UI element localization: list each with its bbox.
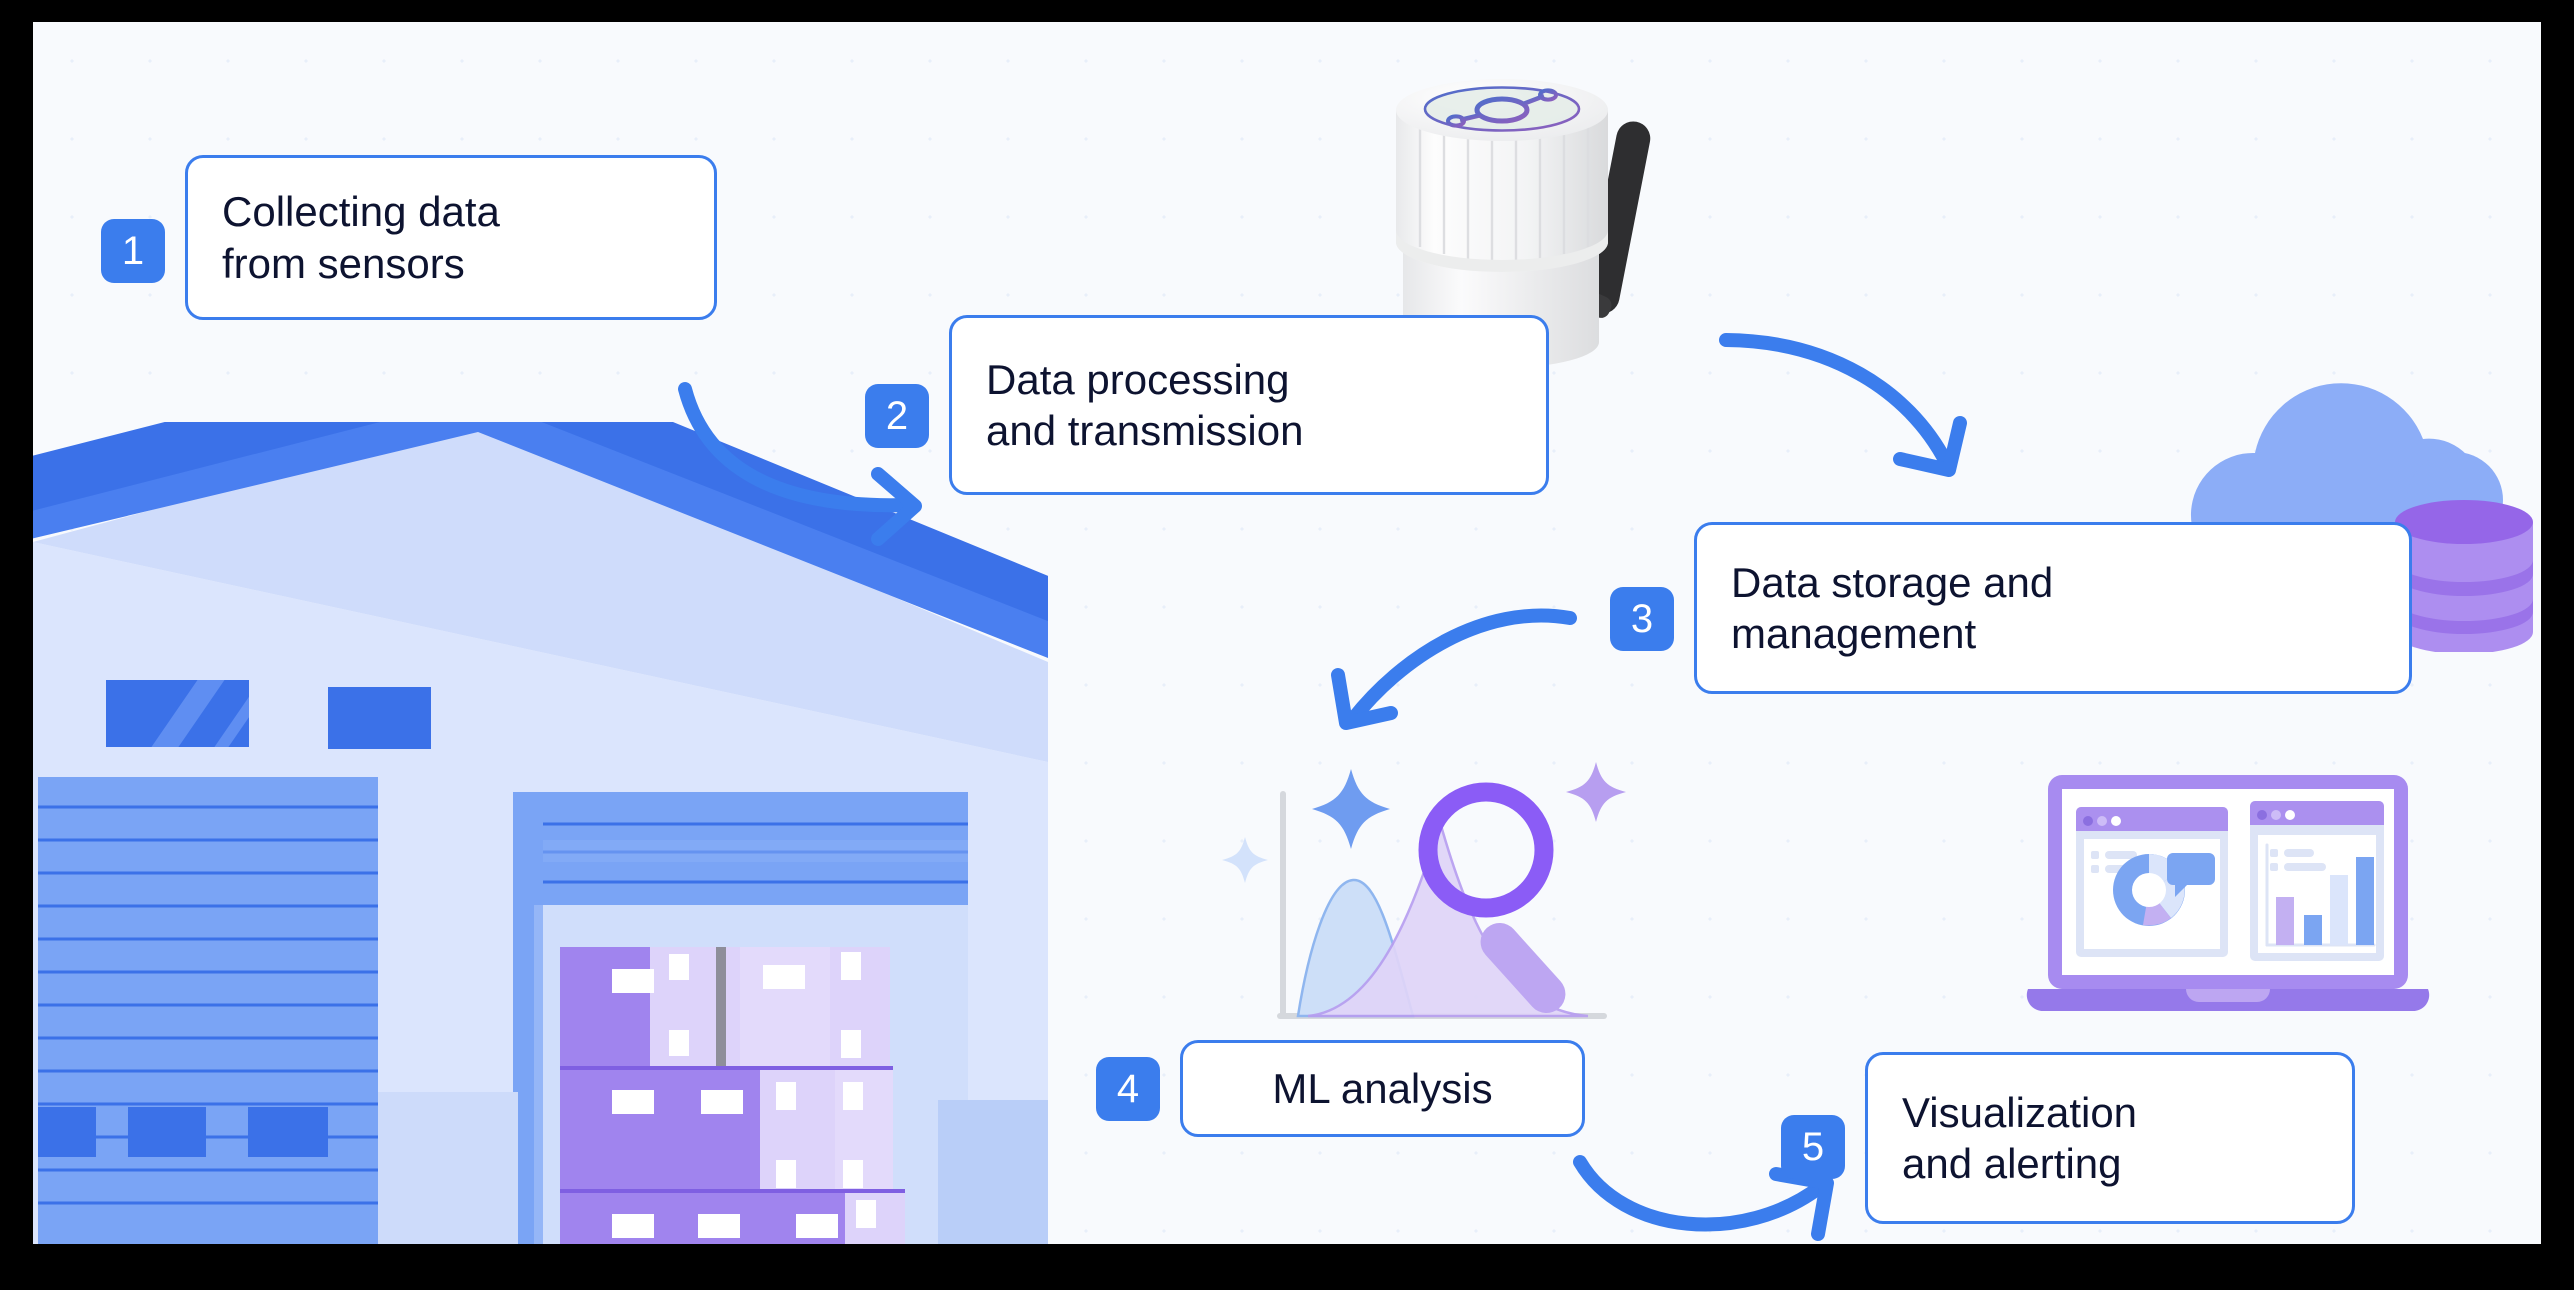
laptop-dashboard-icon [2026,775,2430,1012]
step-2-card[interactable]: Data processing and transmission [949,315,1549,495]
arrow-step-1-to-2 [678,382,922,546]
step-5[interactable]: 5 Visualization and alerting [1781,1052,2355,1224]
laptop-base [2026,989,2430,1012]
warehouse-roof [33,422,1048,622]
warehouse-floor-shade-right [938,1100,1048,1244]
sensor-logo-icon [1423,86,1581,132]
step-1-badge: 1 [101,218,165,283]
warehouse-floor-shade [378,1092,518,1244]
warehouse-window [106,680,249,747]
iot-sensor-device-icon [1396,79,1651,368]
step-3-card[interactable]: Data storage and management [1694,522,2412,694]
dashboard-window-donut [2076,807,2228,957]
arrow-step-2-to-3 [1719,333,1967,477]
warehouse-gable [33,422,1048,762]
database-cylinder-icon [2395,500,2533,652]
step-4-card[interactable]: ML analysis [1180,1040,1585,1137]
step-3-badge: 3 [1610,587,1674,651]
step-2[interactable]: 2 Data processing and transmission [865,315,1549,495]
warehouse-garage-door [38,777,378,1244]
step-1-card[interactable]: Collecting data from sensors [185,155,717,320]
magnifier-icon [1418,782,1566,1014]
diagram-canvas: 1 Collecting data from sensors 2 Data pr… [33,22,2541,1244]
ml-analysis-chart-icon [1222,762,1626,1019]
warehouse-window-right [328,687,431,749]
warehouse-pallet-boxes [560,947,905,1244]
arrow-step-3-to-4 [1331,608,1577,730]
step-2-badge: 2 [865,384,929,448]
warehouse-illustration [33,422,1048,1244]
step-3[interactable]: 3 Data storage and management [1610,522,2412,694]
sparkle-icons [1222,762,1626,883]
dashboard-window-bars [2250,801,2384,961]
sensor-ribbed-body [1396,109,1608,272]
step-4-badge: 4 [1096,1056,1160,1121]
step-1[interactable]: 1 Collecting data from sensors [101,155,717,320]
step-5-card[interactable]: Visualization and alerting [1865,1052,2355,1224]
step-4[interactable]: 4 ML analysis [1096,1040,1585,1137]
step-5-badge: 5 [1781,1115,1845,1179]
